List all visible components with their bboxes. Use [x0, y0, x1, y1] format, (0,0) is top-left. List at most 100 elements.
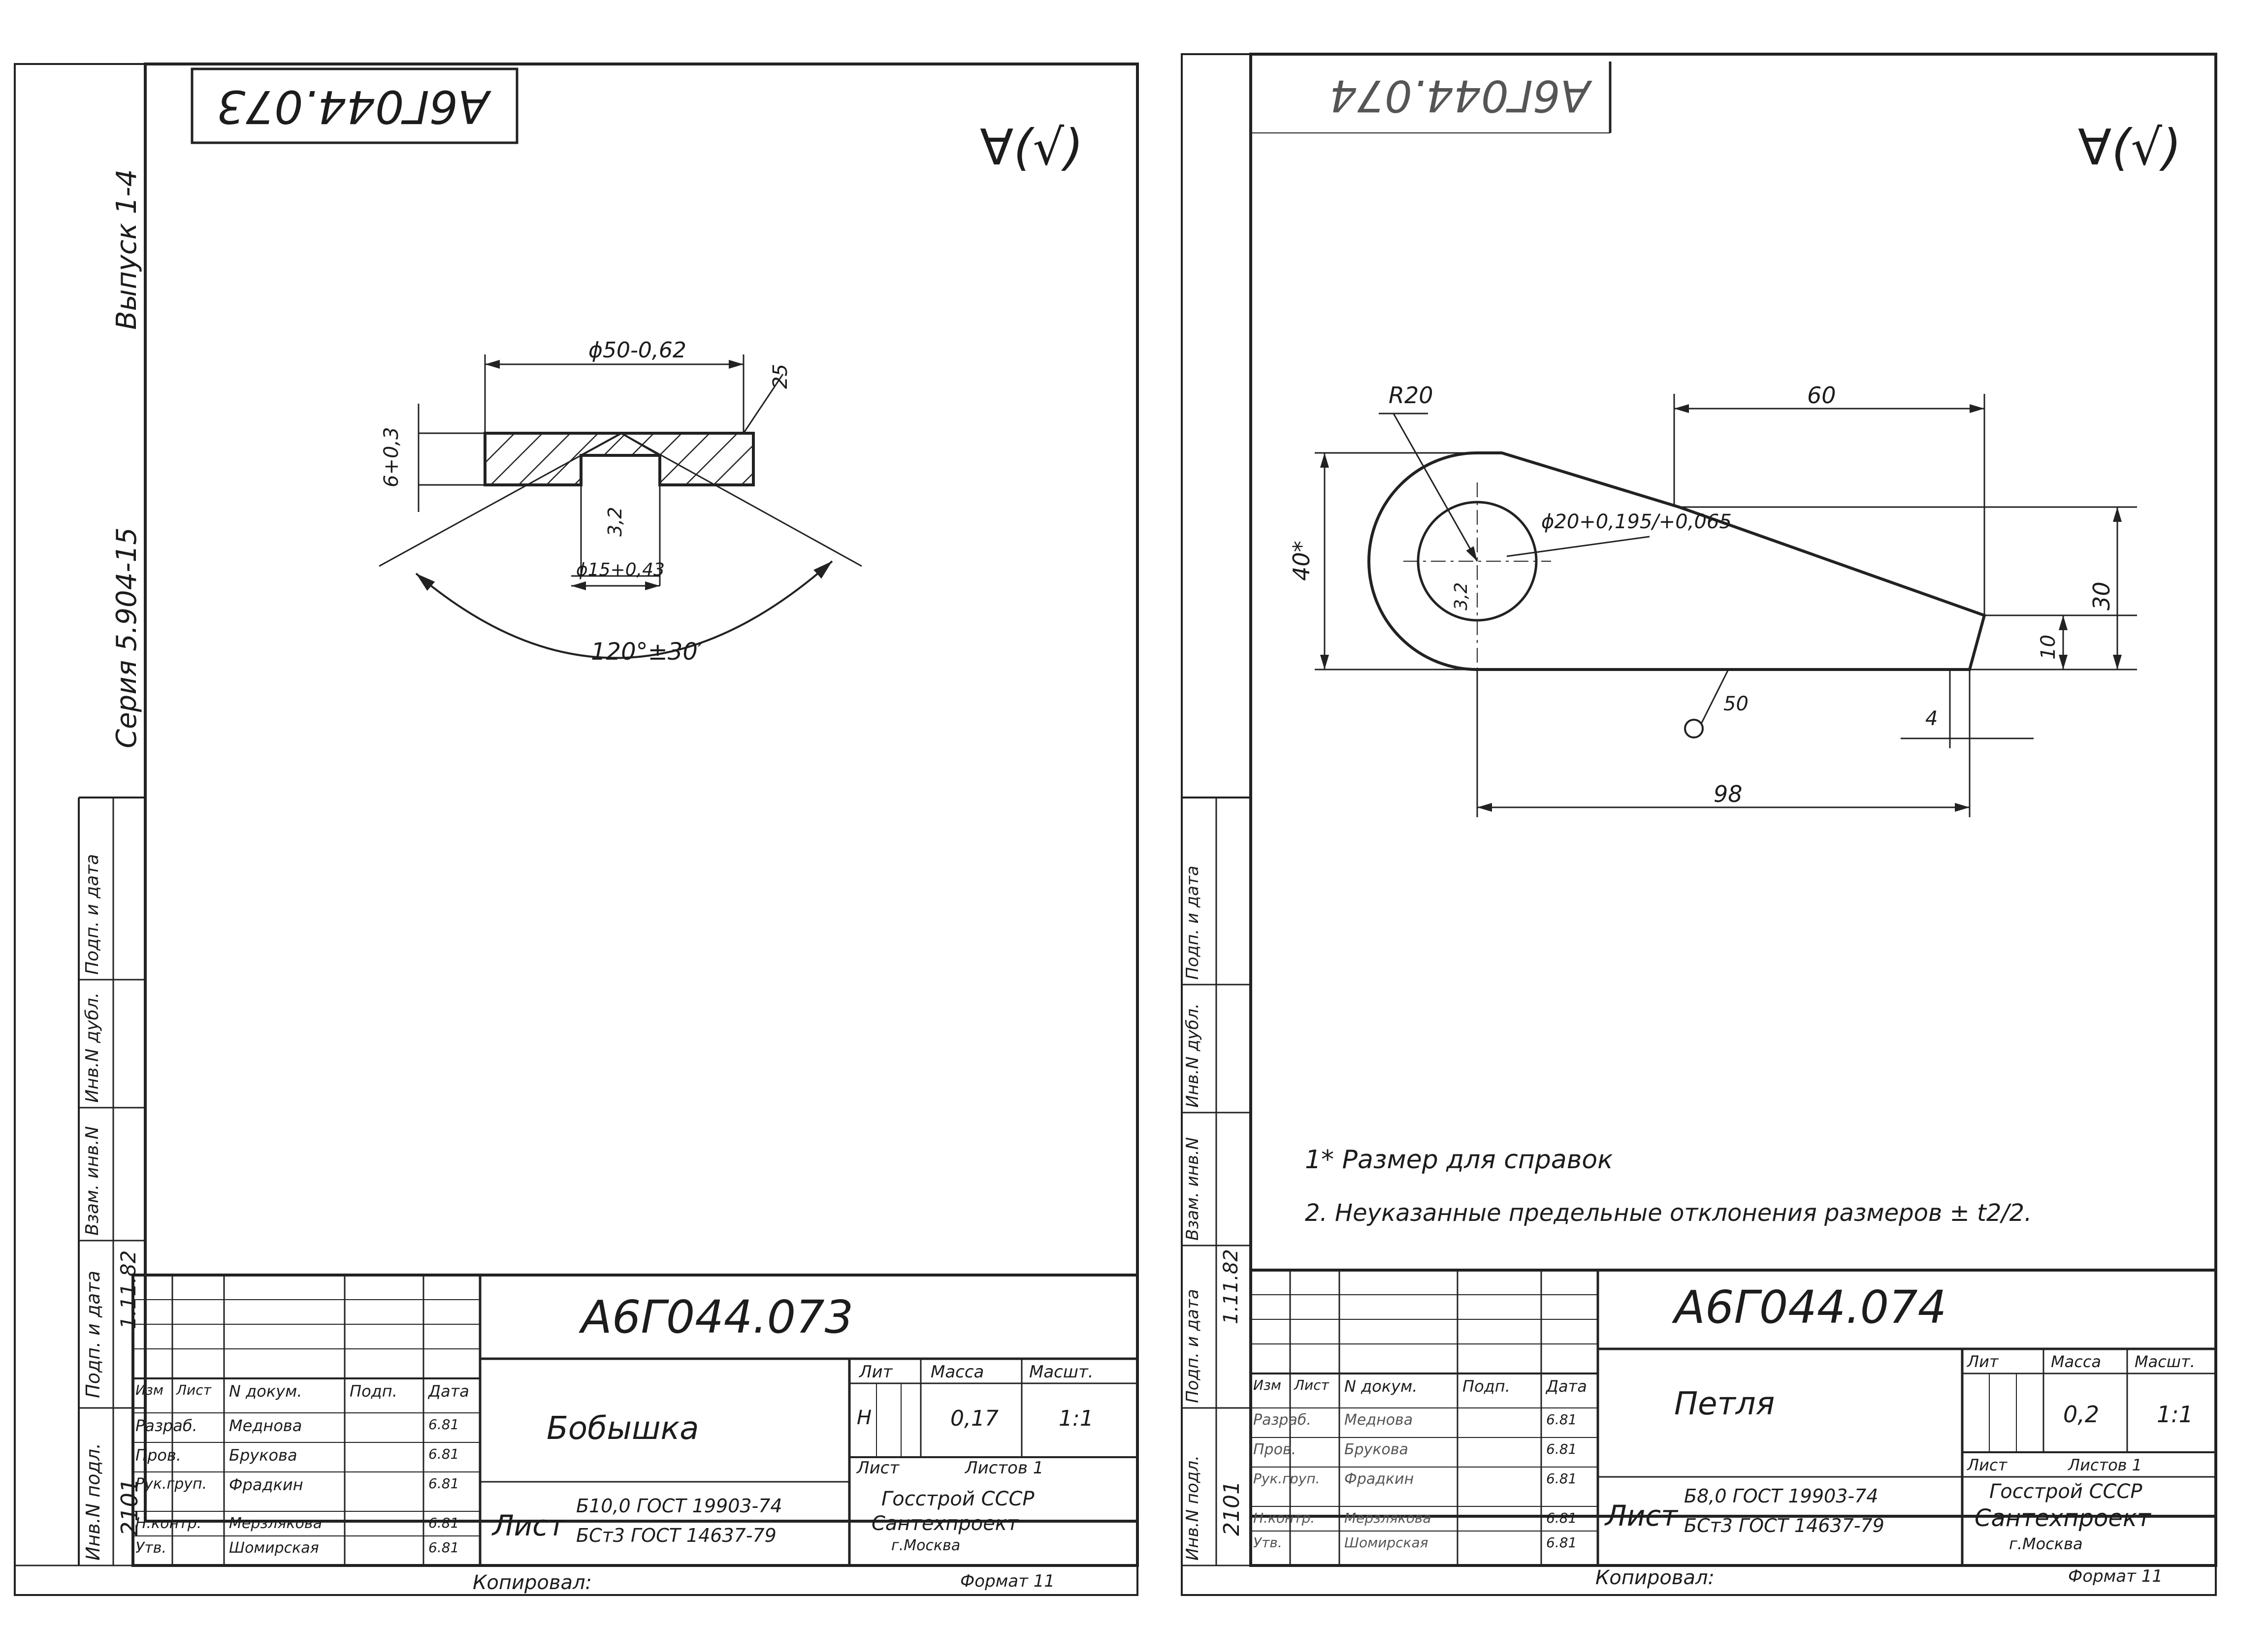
left-col-sign-date: Подп. и дата — [82, 1271, 104, 1398]
left-col-sign-value: 1.11.82 — [116, 1250, 140, 1329]
right-stamp-date-5: 6.81 — [1546, 1534, 1577, 1551]
left-stamp-org-1: Госстрой СССР — [881, 1488, 1035, 1510]
right-sheet-frame — [1181, 53, 2217, 1596]
right-stamp-name-2: Брукова — [1344, 1441, 1408, 1458]
right-stamp-role-4: Н.контр. — [1253, 1510, 1315, 1526]
dim-outer-dia: ϕ50-0,62 — [588, 338, 686, 363]
left-stamp-lit: Н — [857, 1406, 872, 1429]
dim-right-small: 10 — [2037, 635, 2060, 660]
dim-height: 6+0,3 — [380, 427, 403, 487]
left-stamp-role-1: Разраб. — [135, 1416, 197, 1435]
right-col-inv-value: 2101 — [1219, 1481, 1244, 1536]
right-stamp-date-4: 6.81 — [1546, 1510, 1577, 1526]
right-stamp-date-1: 6.81 — [1546, 1411, 1577, 1428]
left-copied: Копировал: — [473, 1571, 592, 1594]
left-col-replace: Взам. инв.N — [82, 1126, 102, 1236]
left-stamp-designation: А6Г044.073 — [581, 1291, 854, 1343]
left-stamp-material-1: Б10,0 ГОСТ 19903-74 — [576, 1495, 782, 1517]
left-stamp-role-3: Рук.груп. — [135, 1475, 207, 1493]
left-stamp-col-scale: Масшт. — [1029, 1362, 1094, 1382]
dim-total-len: 98 — [1714, 781, 1743, 807]
left-roughness-mark: ∀(√) — [980, 119, 1084, 176]
left-stamp-date-2: 6.81 — [428, 1446, 459, 1462]
left-stamp-hdr-list: Лист — [176, 1382, 211, 1398]
right-stamp-col-mass: Масса — [2051, 1352, 2102, 1371]
right-col-replace: Взам. инв.N — [1183, 1137, 1202, 1241]
left-stamp-col-lit: Лит — [859, 1362, 893, 1382]
dim-angle: 120°±30′ — [591, 638, 703, 666]
right-stamp-role-5: Утв. — [1253, 1534, 1282, 1551]
left-stamp-sheet-label: Лист — [492, 1509, 565, 1542]
left-stamp-sheets: Листов 1 — [965, 1458, 1044, 1478]
dim-top-len: 60 — [1807, 382, 1836, 409]
left-stamp-name-3: Фрадкин — [229, 1475, 303, 1494]
left-stamp-scale: 1:1 — [1059, 1406, 1094, 1431]
left-stamp-hdr-date: Дата — [428, 1382, 469, 1401]
left-sheet-frame — [14, 63, 1139, 1596]
left-stamp-role-2: Пров. — [135, 1446, 181, 1465]
right-stamp-mass: 0,2 — [2063, 1401, 2100, 1428]
left-part-geometry — [379, 354, 862, 659]
right-stamp-hdr-list: Лист — [1294, 1377, 1329, 1393]
left-stamp-name-2: Брукова — [229, 1446, 297, 1465]
right-roughness-mark: ∀(√) — [2078, 119, 2182, 176]
dim-r-small: 3,2 — [1451, 582, 1471, 610]
right-col-sign-value: 1.11.82 — [1220, 1249, 1242, 1324]
right-stamp-role-3: Рук.груп. — [1253, 1470, 1320, 1487]
note-1: 1* Размер для справок — [1305, 1145, 1613, 1175]
left-stamp-name-5: Шомирская — [229, 1539, 319, 1557]
right-col-inv: Инв.N подл. — [1183, 1455, 1202, 1561]
left-col-dup: Инв.N дубл. — [82, 992, 102, 1103]
dim-right-h: 30 — [2088, 581, 2115, 610]
left-stamp-name-1: Меднова — [229, 1416, 302, 1435]
right-stamp-grid — [1249, 1269, 2217, 1567]
right-stamp-org-1: Госстрой СССР — [1989, 1480, 2142, 1503]
right-stamp-sheets: Листов 1 — [2068, 1456, 2142, 1474]
right-stamp-date-3: 6.81 — [1546, 1470, 1577, 1487]
left-stamp-hdr-doc: N докум. — [229, 1382, 302, 1401]
right-stamp-role-1: Разраб. — [1253, 1411, 1311, 1429]
dim-bottom-mark: 50 — [1723, 693, 1749, 715]
right-stamp-sheet-label: Лист — [1605, 1499, 1678, 1532]
right-stamp-scale: 1:1 — [2157, 1401, 2194, 1428]
right-stamp-title: Петля — [1674, 1386, 1775, 1422]
right-header-code: А6Г044.074 — [1329, 70, 1590, 121]
right-stamp-org-3: г.Москва — [2009, 1534, 2083, 1553]
right-copied: Копировал: — [1595, 1566, 1715, 1589]
dim-depth: 3,2 — [604, 507, 626, 537]
right-stamp-name-5: Шомирская — [1344, 1534, 1428, 1551]
right-part-geometry — [1315, 394, 2137, 817]
right-col-sign2: Подп. и дата — [1183, 865, 1202, 980]
right-stamp-col-scale: Масшт. — [2135, 1352, 2195, 1371]
left-stamp-title: Бобышка — [547, 1410, 699, 1447]
right-stamp-role-2: Пров. — [1253, 1441, 1296, 1458]
dim-bore-dia: ϕ15+0,43 — [576, 560, 665, 580]
right-stamp-sheet: Лист — [1967, 1456, 2008, 1474]
right-stamp-hdr-doc: N докум. — [1344, 1377, 1418, 1396]
left-issue-label: Выпуск 1-4 — [111, 169, 143, 330]
left-col-sign2: Подп. и дата — [82, 854, 102, 975]
right-col-dup: Инв.N дубл. — [1183, 1003, 1202, 1108]
right-format: Формат 11 — [2068, 1566, 2163, 1586]
right-stamp-designation: А6Г044.074 — [1674, 1281, 1947, 1334]
right-stamp-material-1: Б8,0 ГОСТ 19903-74 — [1684, 1485, 1879, 1507]
left-stamp-date-1: 6.81 — [428, 1416, 459, 1433]
right-stamp-name-4: Мерзлякова — [1344, 1510, 1431, 1526]
left-stamp-material-2: БСт3 ГОСТ 14637-79 — [576, 1525, 777, 1546]
dim-small-gap: 4 — [1925, 707, 1938, 730]
dim-hole: ϕ20+0,195/+0,065 — [1541, 511, 1732, 533]
note-2: 2. Неуказанные предельные отклонения раз… — [1305, 1199, 2032, 1227]
left-stamp-mass: 0,17 — [950, 1406, 999, 1431]
left-stamp-org-2: Сантехпроект — [872, 1512, 1019, 1535]
left-stamp-date-3: 6.81 — [428, 1475, 459, 1492]
left-col-inv: Инв.N подл. — [82, 1443, 104, 1561]
left-stamp-col-mass: Масса — [931, 1362, 984, 1382]
left-stamp-date-5: 6.81 — [428, 1539, 459, 1556]
right-stamp-hdr-sign: Подп. — [1462, 1377, 1510, 1396]
right-stamp-col-lit: Лит — [1967, 1352, 1999, 1371]
left-stamp-role-5: Утв. — [135, 1539, 166, 1557]
left-stamp-name-4: Мерзлякова — [229, 1515, 323, 1532]
right-stamp-date-2: 6.81 — [1546, 1441, 1577, 1457]
right-col-sign-date: Подп. и дата — [1183, 1289, 1202, 1403]
